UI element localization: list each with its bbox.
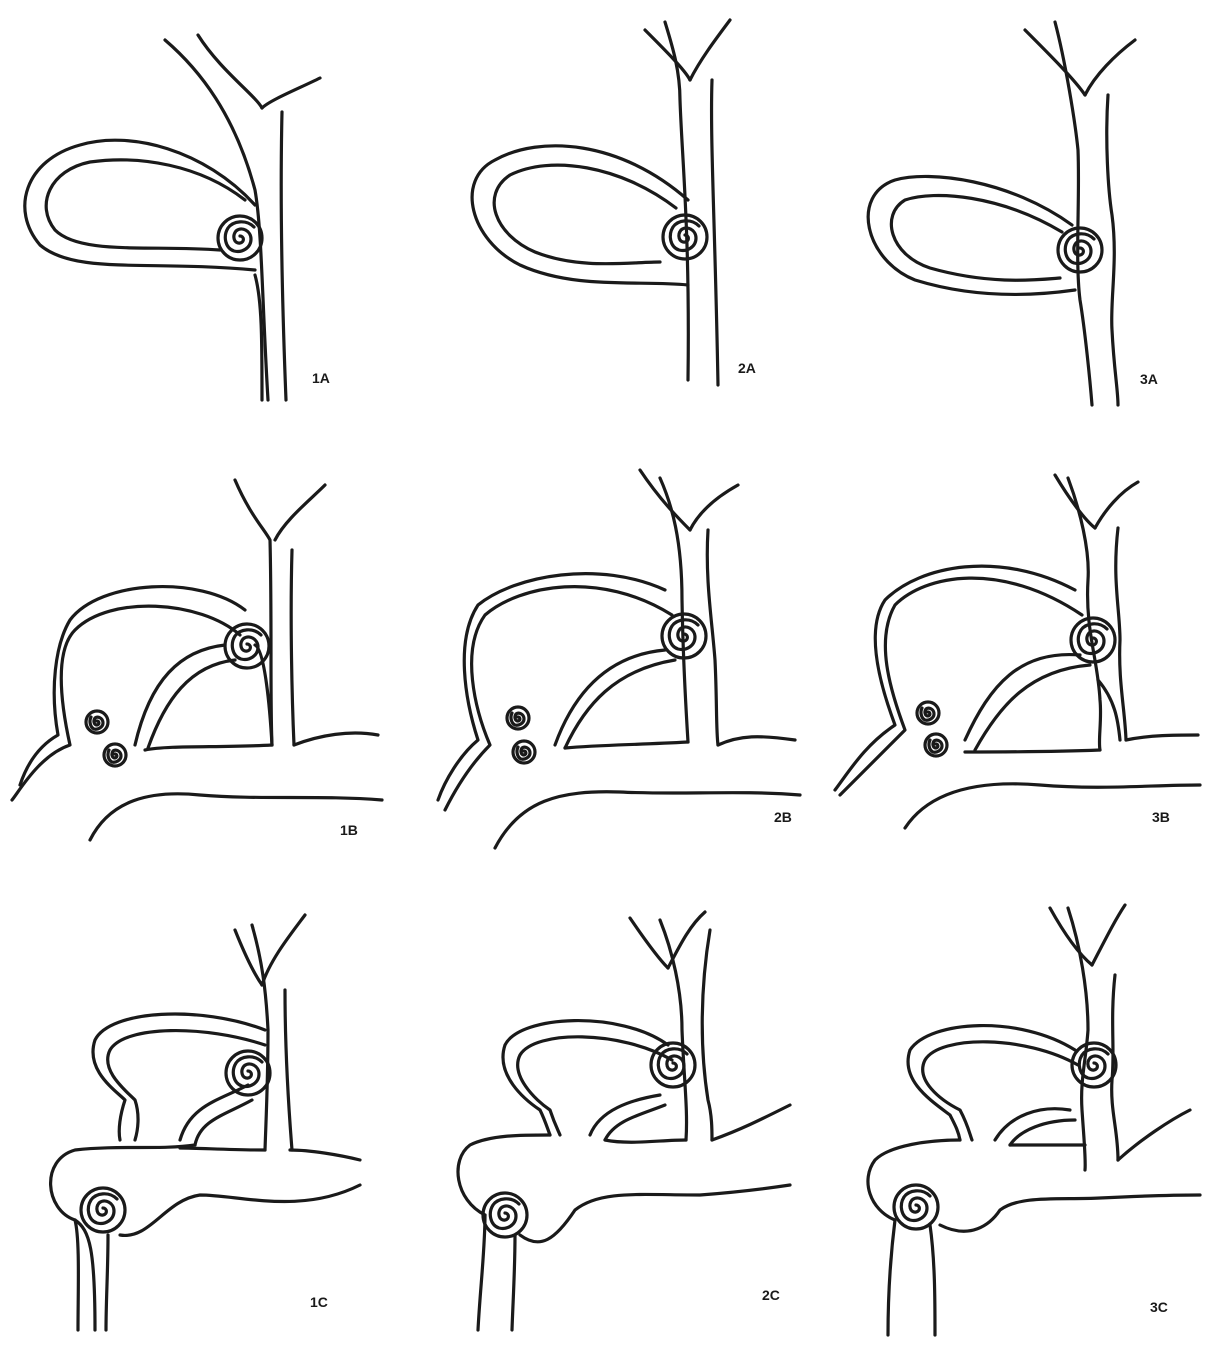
panel-1A: 1A (25, 35, 330, 400)
panel-2A: 2A (472, 20, 756, 385)
panel-label: 2B (774, 809, 792, 825)
panel-3B: 3B (835, 475, 1200, 828)
panel-label: 1C (310, 1294, 328, 1310)
panel-3A: 3A (868, 22, 1158, 405)
panel-label: 1A (312, 370, 330, 386)
panel-1B: 1B (12, 480, 382, 840)
panel-2B: 2B (438, 470, 800, 848)
panel-2C: 2C (458, 912, 790, 1330)
panel-label: 1B (340, 822, 358, 838)
panel-label: 3B (1152, 809, 1170, 825)
panel-label: 3A (1140, 371, 1158, 387)
panel-label: 2C (762, 1287, 780, 1303)
panel-label: 2A (738, 360, 756, 376)
panel-label: 3C (1150, 1299, 1168, 1315)
panel-1C: 1C (51, 915, 360, 1330)
panel-3C: 3C (868, 905, 1200, 1335)
